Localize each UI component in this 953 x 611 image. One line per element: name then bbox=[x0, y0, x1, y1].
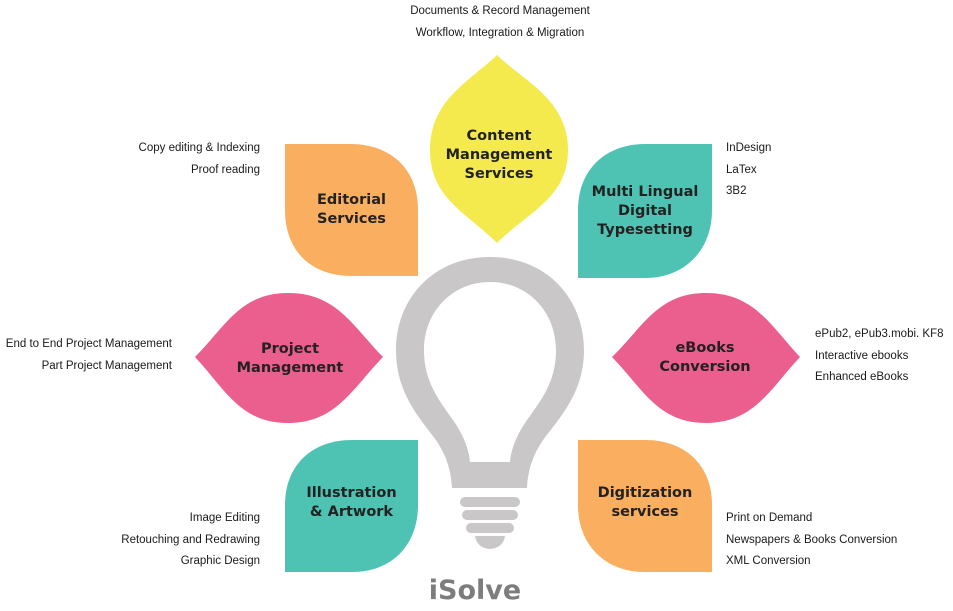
bulb-base-ring bbox=[466, 523, 514, 533]
list-item: Retouching and Redrawing bbox=[121, 533, 260, 546]
editorial-services-label: Editorial Services bbox=[285, 185, 418, 235]
petal-line: services bbox=[611, 504, 679, 520]
list-item: Workflow, Integration & Migration bbox=[415, 26, 585, 39]
illustration-artwork-list: Image Editing Retouching and Redrawing G… bbox=[80, 508, 260, 573]
petal-line: eBooks bbox=[675, 340, 735, 356]
list-item: XML Conversion bbox=[726, 555, 811, 567]
list-item: LaTex bbox=[726, 163, 757, 176]
list-item: Image Editing bbox=[189, 512, 260, 524]
petal-line: Management bbox=[236, 360, 344, 376]
list-item: Proof reading bbox=[190, 163, 260, 176]
list-item: 3B2 bbox=[726, 185, 747, 197]
bulb-base-ring bbox=[462, 510, 518, 520]
list-item: Interactive ebooks bbox=[815, 349, 909, 362]
petal-line: Conversion bbox=[659, 359, 751, 375]
ebooks-conversion-list: ePub2, ePub3.mobi. KF8 Interactive ebook… bbox=[815, 324, 953, 389]
petal-line: Services bbox=[317, 211, 386, 227]
multilingual-typesetting-petal bbox=[578, 144, 712, 278]
list-item: Graphic Design bbox=[180, 555, 260, 567]
multilingual-typesetting-list: InDesign LaTex 3B2 bbox=[726, 138, 876, 203]
digitization-services-petal bbox=[578, 440, 712, 572]
petal-line: Editorial bbox=[316, 192, 387, 208]
list-item: ePub2, ePub3.mobi. KF8 bbox=[815, 328, 944, 340]
petal-line: Digital bbox=[617, 202, 673, 219]
illustration-artwork-label: Illustration & Artwork bbox=[285, 481, 418, 525]
ebooks-conversion-petal bbox=[612, 293, 800, 423]
illustration-artwork-petal bbox=[285, 440, 418, 572]
project-management-label: Project Management bbox=[230, 338, 350, 380]
project-management-petal bbox=[195, 293, 383, 423]
bulb-base-ring bbox=[460, 497, 520, 507]
ebooks-conversion-label: eBooks Conversion bbox=[645, 337, 765, 379]
list-item: Newspapers & Books Conversion bbox=[726, 533, 898, 546]
list-item: End to End Project Management bbox=[5, 338, 172, 350]
petal-line: Content bbox=[466, 127, 532, 144]
digitization-services-list: Print on Demand Newspapers & Books Conve… bbox=[726, 508, 946, 573]
petal-line: Illustration bbox=[306, 485, 397, 501]
list-item: Print on Demand bbox=[726, 512, 813, 524]
list-item: Part Project Management bbox=[41, 359, 172, 372]
petal-line: Multi Lingual bbox=[591, 183, 699, 200]
digitization-services-label: Digitization services bbox=[578, 481, 712, 525]
bulb-tip bbox=[475, 536, 505, 549]
list-item: InDesign bbox=[726, 142, 772, 154]
petal-line: Management bbox=[445, 146, 553, 163]
list-item: Enhanced eBooks bbox=[815, 371, 909, 383]
project-management-list: End to End Project Management Part Proje… bbox=[0, 334, 172, 377]
petal-line: Typesetting bbox=[597, 221, 693, 238]
list-item: Copy editing & Indexing bbox=[138, 142, 260, 154]
multilingual-typesetting-label: Multi Lingual Digital Typesetting bbox=[578, 178, 712, 244]
content-management-list: Documents & Record Management Workflow, … bbox=[370, 1, 630, 44]
petal-line: Project bbox=[260, 341, 320, 357]
lightbulb-icon bbox=[396, 257, 584, 488]
petal-line: Digitization bbox=[597, 485, 693, 501]
content-management-petal bbox=[430, 55, 568, 243]
editorial-services-petal bbox=[285, 144, 418, 276]
list-item: Documents & Record Management bbox=[410, 5, 590, 17]
brand-name: iSolve bbox=[428, 575, 522, 606]
petal-line: Services bbox=[464, 165, 534, 182]
petal-line: & Artwork bbox=[309, 504, 394, 520]
editorial-services-list: Copy editing & Indexing Proof reading bbox=[80, 138, 260, 181]
content-management-label: Content Management Services bbox=[430, 105, 568, 205]
